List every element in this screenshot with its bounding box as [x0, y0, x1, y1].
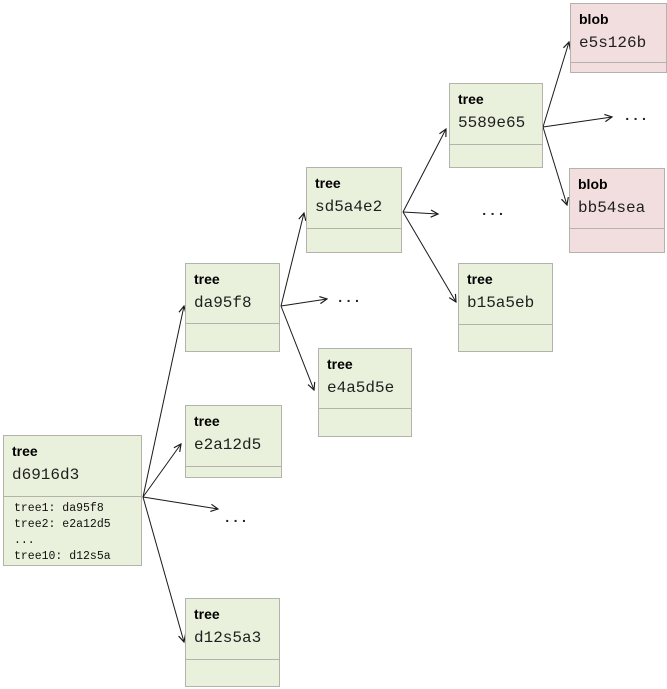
arrow-d6916d3-to-more-after-d6916d3: [142, 496, 218, 509]
tree-node-d6916d3: tree d6916d3 tree1: da95f8 tree2: e2a12d5…: [3, 435, 142, 566]
node-body: [450, 144, 542, 167]
tree-node-sd5a4e2: tree sd5a4e2: [306, 167, 402, 253]
node-type-label: tree: [194, 271, 220, 287]
node-hash: da95f8: [194, 294, 252, 312]
arrow-sd5a4e2-to-more-after-sd5a4e2: [402, 212, 438, 214]
tree-entry-line: tree1: da95f8: [14, 502, 104, 515]
tree-node-e4a5d5e: tree e4a5d5e: [318, 348, 412, 437]
tree-node-5589e65: tree 5589e65: [449, 83, 543, 168]
node-header: tree d12s5a3: [186, 599, 279, 659]
arrow-da95f8-to-more-after-da95f8: [280, 299, 327, 307]
blob-node-e5s126b: blob e5s126b: [570, 3, 667, 73]
node-header: tree e4a5d5e: [319, 349, 411, 408]
arrow-5589e65-to-bb54sea: [542, 126, 567, 205]
node-type-label: tree: [194, 606, 220, 622]
arrow-da95f8-to-e4a5d5e: [280, 305, 314, 390]
node-header: tree d6916d3: [4, 436, 141, 496]
node-hash: 5589e65: [458, 114, 526, 132]
node-type-label: tree: [467, 271, 493, 287]
ellipsis-more-after-5589e65: ...: [623, 109, 649, 125]
node-header: blob e5s126b: [571, 4, 666, 62]
tree-node-b15a5eb: tree b15a5eb: [458, 263, 553, 352]
node-body: [186, 466, 281, 477]
node-body: [570, 228, 664, 252]
node-hash: sd5a4e2: [315, 198, 383, 216]
node-type-label: tree: [194, 413, 220, 429]
arrow-da95f8-to-sd5a4e2: [280, 213, 304, 307]
node-body: [459, 324, 552, 351]
node-hash: d12s5a3: [194, 629, 262, 647]
node-header: blob bb54sea: [570, 169, 664, 228]
node-type-label: blob: [578, 176, 608, 192]
arrow-d6916d3-to-da95f8: [142, 306, 184, 498]
arrow-sd5a4e2-to-5589e65: [402, 129, 446, 213]
node-header: tree da95f8: [186, 264, 279, 323]
node-body: [186, 659, 279, 686]
node-hash: e4a5d5e: [327, 379, 395, 397]
tree-entry-line: tree2: e2a12d5: [14, 518, 111, 531]
arrow-5589e65-to-more-after-5589e65: [542, 117, 612, 128]
tree-node-da95f8: tree da95f8: [185, 263, 280, 352]
node-header: tree b15a5eb: [459, 264, 552, 324]
blob-node-bb54sea: blob bb54sea: [569, 168, 665, 253]
arrow-5589e65-to-e5s126b: [542, 42, 569, 128]
tree-entry-line: ...: [14, 534, 35, 547]
node-body: [571, 62, 666, 72]
ellipsis-more-after-d6916d3: ...: [223, 511, 249, 527]
node-type-label: blob: [579, 11, 609, 27]
node-header: tree 5589e65: [450, 84, 542, 144]
node-hash: e2a12d5: [194, 436, 262, 454]
node-body: [319, 408, 411, 436]
ellipsis-more-after-da95f8: ...: [336, 291, 362, 307]
node-type-label: tree: [12, 443, 38, 459]
arrow-sd5a4e2-to-b15a5eb: [402, 211, 456, 302]
node-header: tree e2a12d5: [186, 406, 281, 466]
node-body: tree1: da95f8 tree2: e2a12d5... tree10: d1…: [4, 496, 141, 565]
ellipsis-more-after-sd5a4e2: ...: [480, 204, 506, 220]
node-type-label: tree: [315, 175, 341, 191]
tree-node-d12s5a3: tree d12s5a3: [185, 598, 280, 687]
node-hash: d6916d3: [12, 466, 80, 484]
node-type-label: tree: [327, 356, 353, 372]
arrow-d6916d3-to-e2a12d5: [142, 444, 181, 498]
node-header: tree sd5a4e2: [307, 168, 401, 228]
node-body: [186, 323, 279, 351]
arrow-d6916d3-to-d12s5a3: [142, 496, 184, 642]
node-type-label: tree: [458, 91, 484, 107]
tree-entry-line: tree10: d12s5a: [14, 550, 111, 563]
node-hash: b15a5eb: [467, 294, 535, 312]
node-body: [307, 228, 401, 252]
tree-node-e2a12d5: tree e2a12d5: [185, 405, 282, 478]
node-hash: e5s126b: [579, 34, 647, 52]
node-hash: bb54sea: [578, 199, 646, 217]
